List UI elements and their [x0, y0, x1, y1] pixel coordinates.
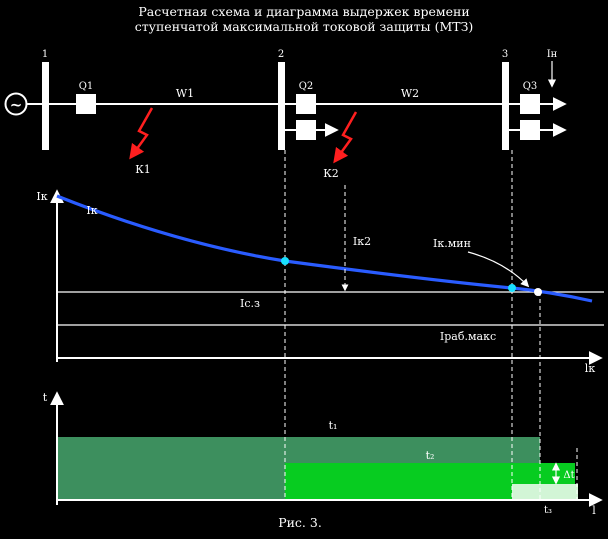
- fault-k2-icon: [333, 111, 358, 164]
- bus-3: [502, 62, 509, 150]
- breaker-q3-label: Q3: [523, 81, 538, 92]
- fault-k1-label: К1: [135, 163, 151, 176]
- figure-title-line2: ступенчатой максимальной токовой защиты …: [135, 19, 474, 34]
- time-diagram-bars: [57, 437, 578, 500]
- pickup-level-label: Iс.з: [240, 297, 260, 310]
- breaker-q3-icon: [520, 94, 540, 114]
- current-x-axis-label: lк: [585, 362, 596, 375]
- breaker-q1-label: Q1: [79, 81, 94, 92]
- fault-point-bus2-marker: [281, 257, 289, 265]
- figure-title-line1: Расчетная схема и диаграмма выдержек вре…: [138, 4, 469, 19]
- time-x-axis-label: l: [592, 504, 596, 517]
- load-breaker-icon: [520, 120, 540, 140]
- time-step-t3-label: t₃: [544, 505, 552, 516]
- bus-1: [42, 62, 49, 150]
- min-current-label: Iк.мин: [433, 237, 471, 250]
- breaker-q2-label: Q2: [299, 81, 314, 92]
- bus-3-label: 3: [502, 49, 508, 60]
- fault-k2-label: К2: [323, 167, 339, 180]
- breaker-q2-icon: [296, 94, 316, 114]
- fault-current-value-label: Iк2: [353, 235, 371, 248]
- current-y-axis-label: Iк: [36, 190, 47, 203]
- circuit-diagram: ~ 1 Q1 W1 2 Q2 W2 3 Q3 Iн К1 К2: [4, 49, 567, 180]
- time-diagram: t l t₁ t₂ t₃ Δt: [43, 391, 603, 517]
- time-step-t2-label: t₂: [426, 449, 435, 462]
- load-level-label: Iраб.макс: [440, 330, 496, 343]
- fault-current-chart: Iк lк Iс.з Iраб.макс Iк Iк2 Iк.мин: [36, 185, 604, 375]
- curve-label: Iк: [86, 204, 97, 217]
- load-current-label: Iн: [547, 49, 558, 60]
- bus-2-label: 2: [278, 49, 284, 60]
- bus-1-label: 1: [42, 49, 48, 60]
- feeder-breaker-icon: [296, 120, 316, 140]
- zone-end-marker: [534, 288, 542, 296]
- breaker-q1-icon: [76, 94, 96, 114]
- line-w1-label: W1: [176, 87, 194, 100]
- line-w2-label: W2: [401, 87, 419, 100]
- figure-caption: Рис. 3.: [278, 515, 322, 530]
- time-step-t3-bar: [512, 484, 578, 500]
- time-step-t1-label: t₁: [329, 419, 338, 432]
- fault-k1-icon: [129, 107, 154, 160]
- bus-2: [278, 62, 285, 150]
- ac-source-symbol: ~: [10, 96, 23, 114]
- time-y-axis-label: t: [43, 391, 48, 404]
- min-current-pointer: [467, 251, 530, 288]
- grading-margin-label: Δt: [563, 470, 574, 481]
- fault-point-bus3-marker: [508, 284, 516, 292]
